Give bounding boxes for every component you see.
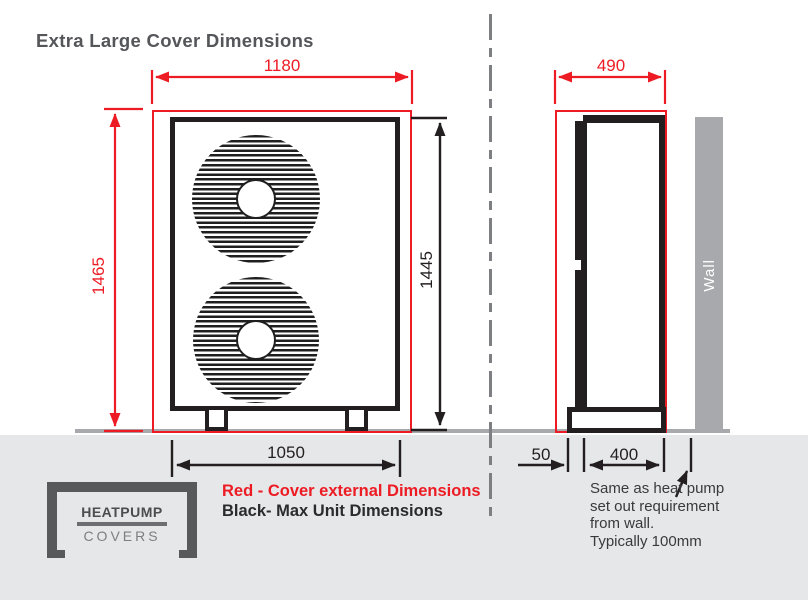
front-cover-outline xyxy=(152,110,412,433)
ground-panel xyxy=(0,435,808,600)
logo-bracket-foot-right xyxy=(179,550,197,558)
dimension-label-gap: 50 xyxy=(531,445,551,464)
note-line: Typically 100mm xyxy=(590,532,702,550)
note-line: from wall. xyxy=(590,515,655,532)
side-unit-notch xyxy=(575,260,581,270)
heatpump-covers-logo: HEATPUMP COVERS xyxy=(47,482,197,558)
logo-bracket-right xyxy=(187,482,197,558)
logo-bracket-left xyxy=(47,482,57,558)
side-unit-base xyxy=(567,407,666,433)
side-cover-outline xyxy=(555,110,667,433)
side-unit-front xyxy=(659,121,665,408)
centre-dashed-line xyxy=(489,14,492,519)
wall-setout-note: Same as heat pump set out requirement fr… xyxy=(590,480,724,550)
dimension-label-unit-height: 1445 xyxy=(417,251,436,289)
dimension-label-cover-height: 1465 xyxy=(89,257,108,295)
note-line: Same as heat pump xyxy=(590,480,725,497)
front-unit-outline xyxy=(170,117,400,411)
dimension-label-unit-width: 1050 xyxy=(267,443,305,462)
fan-top-hub xyxy=(236,179,276,219)
unit-foot-left xyxy=(205,408,228,431)
unit-foot-right xyxy=(345,408,368,431)
dimension-label-cover-depth: 490 xyxy=(596,56,626,75)
page-title: Extra Large Cover Dimensions xyxy=(36,30,314,51)
logo-underline xyxy=(77,522,167,526)
logo-bracket-foot-left xyxy=(47,550,65,558)
legend-cover-dimensions: Red - Cover external Dimensions xyxy=(222,482,481,500)
fan-bottom xyxy=(193,277,319,403)
fan-top xyxy=(192,135,320,263)
logo-text-heatpump: HEATPUMP xyxy=(81,504,163,520)
note-line: set out requirement xyxy=(590,497,720,515)
wall-label: Wall xyxy=(700,258,718,292)
side-unit-back xyxy=(575,121,587,408)
side-unit-top xyxy=(583,115,665,123)
logo-bracket-top xyxy=(47,482,197,492)
fan-bottom-hub xyxy=(236,320,276,360)
dimension-label-cover-width: 1180 xyxy=(263,56,301,75)
logo-text-covers: COVERS xyxy=(83,528,161,544)
legend-unit-dimensions: Black- Max Unit Dimensions xyxy=(222,502,443,520)
wall-block: Wall xyxy=(695,117,723,433)
dimension-label-unit-depth: 400 xyxy=(609,445,639,464)
